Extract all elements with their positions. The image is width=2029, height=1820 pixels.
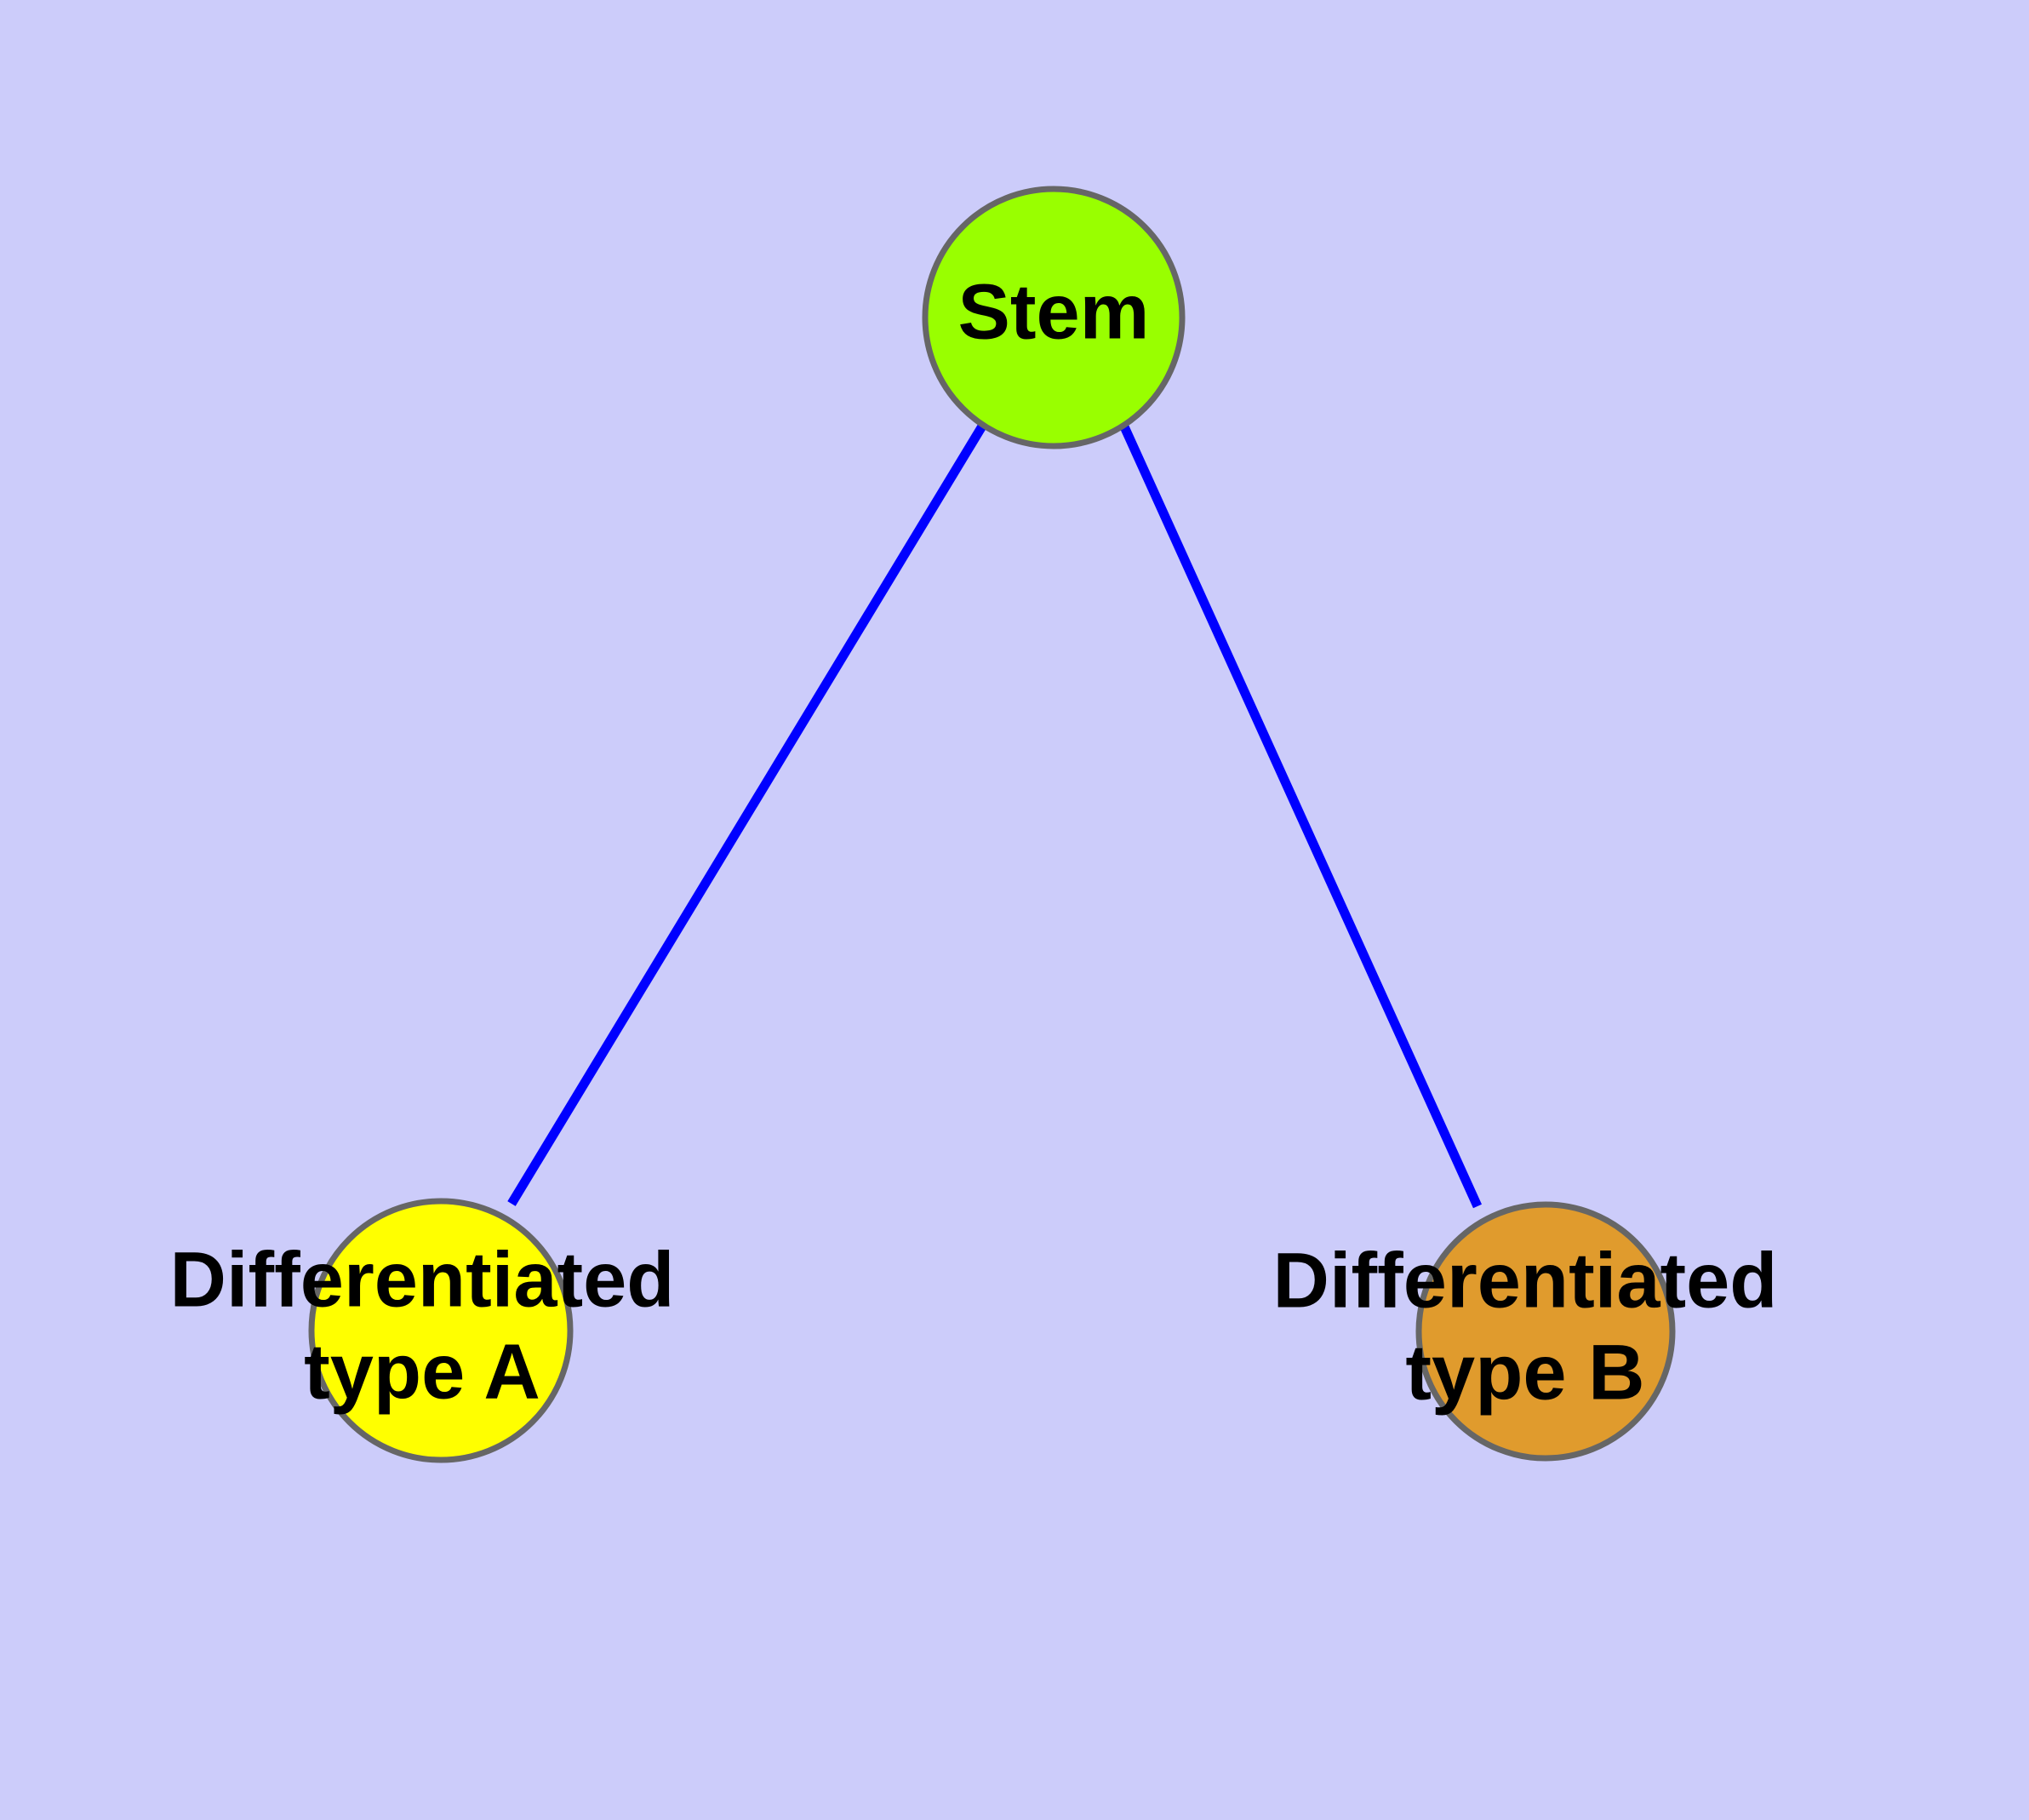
node-stem[interactable]: [922, 186, 1186, 449]
edge-stem-to-differentiated-type-b[interactable]: [1118, 422, 1483, 1209]
node-differentiated-type-b-circle[interactable]: [1415, 1201, 1676, 1462]
node-differentiated-type-a-label-line2: type A: [304, 1328, 540, 1415]
label-layer: Stem Differentiated type A Differentiate…: [170, 268, 1778, 1416]
node-stem-circle[interactable]: [922, 186, 1186, 449]
node-stem-label: Stem: [958, 268, 1150, 355]
node-differentiated-type-a[interactable]: [308, 1198, 574, 1463]
node-layer: [308, 186, 1676, 1463]
node-differentiated-type-b[interactable]: [1415, 1201, 1676, 1462]
edge-stem-to-differentiated-type-a[interactable]: [507, 422, 987, 1206]
node-differentiated-type-a-circle[interactable]: [308, 1198, 574, 1463]
node-differentiated-type-b-label-line2: type B: [1405, 1329, 1644, 1416]
edge-layer: [507, 422, 1483, 1209]
node-differentiated-type-b-label-line1: Differentiated: [1273, 1237, 1778, 1324]
node-differentiated-type-a-label-line1: Differentiated: [170, 1236, 675, 1323]
